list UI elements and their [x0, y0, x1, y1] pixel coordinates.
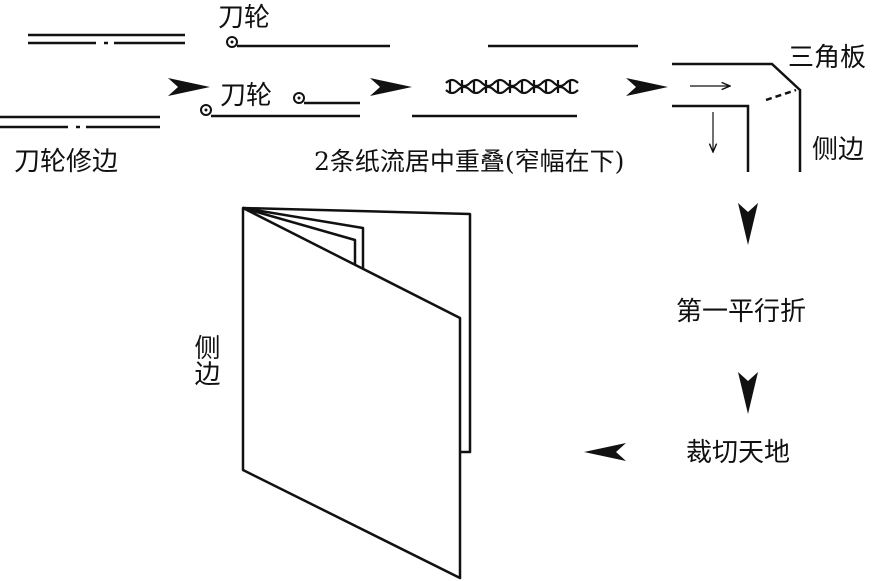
paper-web-top	[28, 33, 185, 45]
bold-arrow-icon	[738, 203, 758, 245]
paper-web-bottom	[0, 115, 160, 129]
triangle-board	[672, 62, 802, 172]
bold-arrow-icon	[370, 78, 412, 96]
cut-head-foot-label: 裁切天地	[686, 438, 790, 468]
side-edge-label: 侧边	[812, 135, 864, 165]
bold-arrow-icon	[626, 78, 668, 96]
knife-wheel-icon	[226, 36, 390, 48]
knife-wheel-icon	[200, 104, 360, 118]
triangle-board-label: 三角板	[788, 43, 866, 73]
book-side-edge-label: 侧边	[190, 334, 220, 386]
knife-wheel-icon	[293, 92, 360, 105]
knife-wheel-label-mid: 刀轮	[220, 81, 272, 111]
trim-label: 刀轮修边	[14, 147, 118, 177]
knife-wheel-label-top: 刀轮	[218, 3, 270, 33]
overlap-stream	[445, 78, 579, 95]
first-parallel-fold-label: 第一平行折	[676, 297, 806, 327]
bold-arrow-icon	[584, 443, 626, 461]
bold-arrow-icon	[168, 78, 210, 96]
overlap-label: 2条纸流居中重叠(窄幅在下)	[314, 147, 624, 176]
folded-book	[241, 206, 472, 580]
bold-arrow-icon	[738, 372, 758, 414]
